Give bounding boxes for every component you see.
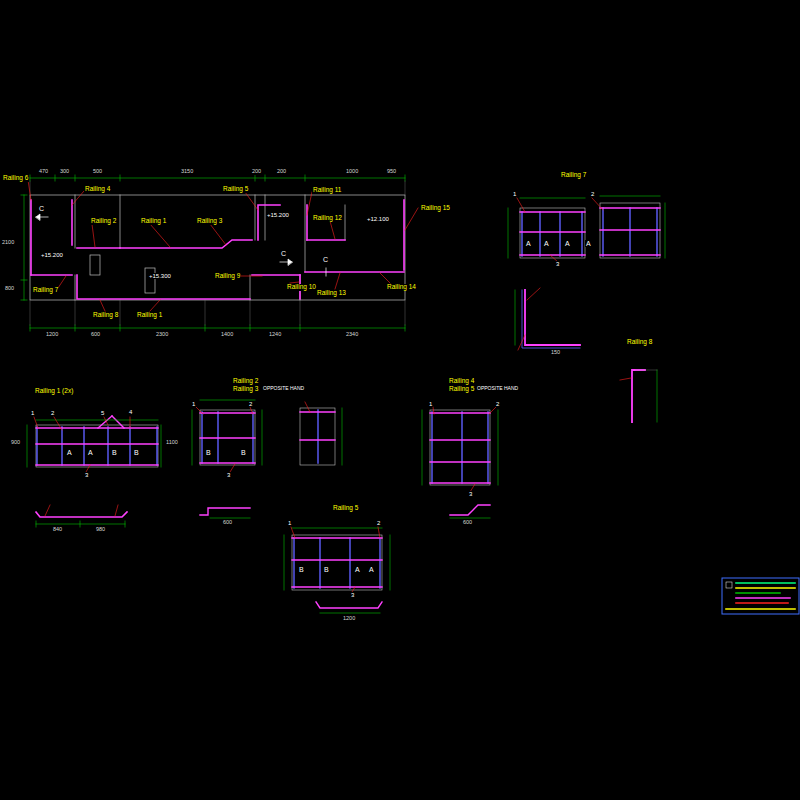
section-mark: B <box>133 449 140 456</box>
railing-name: Railing 4 <box>84 186 111 193</box>
dimension: 980 <box>95 527 106 533</box>
dimension: 800 <box>4 286 15 292</box>
railing-name: Railing 13 <box>316 290 347 297</box>
section-mark: A <box>66 449 73 456</box>
callout-number: 1 <box>287 520 292 526</box>
railing-name: Railing 2 <box>90 218 117 225</box>
dimension: 1400 <box>220 332 234 338</box>
railing-name: Railing 10 <box>286 284 317 291</box>
callout-number: 5 <box>100 410 105 416</box>
callout-number: 3 <box>468 491 473 497</box>
section-mark: B <box>298 566 305 573</box>
section-mark: C <box>322 256 329 263</box>
railing-name: Railing 8 <box>626 339 653 346</box>
dimension: 600 <box>222 520 233 526</box>
callout-number: 1 <box>428 401 433 407</box>
dimension: 840 <box>52 527 63 533</box>
callout-number: 3 <box>226 472 231 478</box>
note: OPPOSITE HAND <box>262 386 305 391</box>
section-mark: A <box>368 566 375 573</box>
railing-name: Railing 12 <box>312 215 343 222</box>
dimension: 1200 <box>342 616 356 622</box>
callout-number: 2 <box>50 410 55 416</box>
dimension: 2100 <box>1 240 15 246</box>
callout-number: 4 <box>128 409 133 415</box>
dimension: 200 <box>276 169 287 175</box>
dimension: 3150 <box>180 169 194 175</box>
level-mark: +15.200 <box>266 212 290 218</box>
section-mark: A <box>564 240 571 247</box>
dimension: 2300 <box>155 332 169 338</box>
section-mark: B <box>205 449 212 456</box>
dimension: 950 <box>386 169 397 175</box>
railing-name: Railing 9 <box>214 273 241 280</box>
railing-name: Railing 7 <box>32 287 59 294</box>
level-mark: +15.200 <box>40 252 64 258</box>
dimension: 600 <box>90 332 101 338</box>
dimension: 2340 <box>345 332 359 338</box>
dimension: 1100 <box>165 440 179 446</box>
railing-name: Railing 8 <box>92 312 119 319</box>
railing-name: Railing 7 <box>560 172 587 179</box>
callout-number: 1 <box>191 401 196 407</box>
dimension: 900 <box>10 440 21 446</box>
dimension: 150 <box>550 350 561 356</box>
level-mark: +12.100 <box>366 216 390 222</box>
dimension: 500 <box>92 169 103 175</box>
section-mark: B <box>240 449 247 456</box>
dimension: 1000 <box>345 169 359 175</box>
section-mark: C <box>280 250 287 257</box>
railing-name: Railing 1 <box>136 312 163 319</box>
railing-name: Railing 6 <box>2 175 29 182</box>
railing-name: Railing 15 <box>420 205 451 212</box>
dimension: 1200 <box>45 332 59 338</box>
dimension: 1240 <box>268 332 282 338</box>
note: OPPOSITE HAND <box>476 386 519 391</box>
dimension: 470 <box>38 169 49 175</box>
dimension: 600 <box>462 520 473 526</box>
callout-number: 2 <box>376 520 381 526</box>
level-mark: +15.300 <box>148 273 172 279</box>
railing-name: Railing 14 <box>386 284 417 291</box>
dimension: 200 <box>251 169 262 175</box>
railing-name: Railing 4 <box>448 378 475 385</box>
railing-name: Railing 1 <box>140 218 167 225</box>
section-mark: B <box>323 566 330 573</box>
section-mark: A <box>354 566 361 573</box>
dimension: 300 <box>59 169 70 175</box>
railing-name: Railing 5 <box>332 505 359 512</box>
section-mark: A <box>543 240 550 247</box>
callout-number: 3 <box>555 261 560 267</box>
callout-number: 3 <box>84 472 89 478</box>
railing-name: Railing 1 (2x) <box>34 388 74 395</box>
section-mark: A <box>585 240 592 247</box>
railing-name: Railing 11 <box>312 187 342 194</box>
callout-number: 1 <box>512 191 517 197</box>
callout-number: 3 <box>350 592 355 598</box>
section-mark: B <box>111 449 118 456</box>
section-mark: C <box>38 205 45 212</box>
railing-name: Railing 5 <box>448 386 475 393</box>
railing-name: Railing 5 <box>222 186 249 193</box>
railing-name: Railing 2 <box>232 378 259 385</box>
section-mark: A <box>525 240 532 247</box>
section-mark: A <box>87 449 94 456</box>
callout-number: 2 <box>248 401 253 407</box>
railing-name: Railing 3 <box>196 218 223 225</box>
callout-number: 2 <box>495 401 500 407</box>
callout-number: 2 <box>590 191 595 197</box>
callout-number: 1 <box>30 410 35 416</box>
railing-name: Railing 3 <box>232 386 259 393</box>
